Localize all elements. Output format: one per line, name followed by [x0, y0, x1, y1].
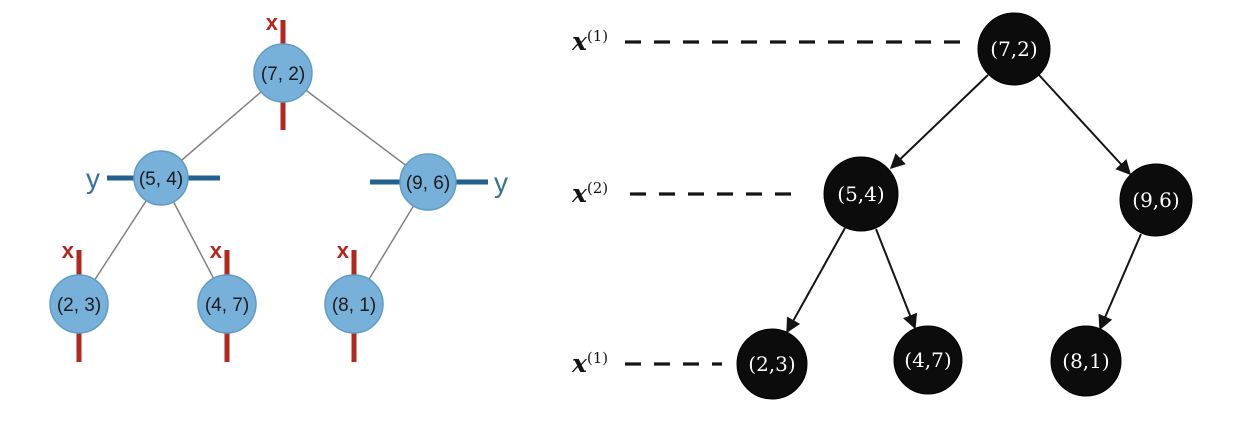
- tree-arrow: [1038, 74, 1132, 176]
- split-axis-label: x: [266, 10, 279, 35]
- node-label: (7,2): [990, 37, 1037, 61]
- node-label: (5, 4): [139, 169, 183, 190]
- node-label: (2, 3): [57, 295, 101, 316]
- tree-edge: [282, 72, 429, 183]
- level-tree-diagram: x(1) x(2) x(1) (7,2) (5,4) (9,6): [571, 12, 1193, 400]
- node-circle: [893, 325, 963, 395]
- node-circle: [133, 150, 189, 206]
- tree-node-4-7: (4, 7): [197, 274, 257, 334]
- tree-node-5-4: (5, 4): [133, 150, 189, 206]
- node-label: (4,7): [904, 348, 951, 372]
- node-label: (5,4): [837, 182, 884, 206]
- tree-node-2-3: (2,3): [736, 328, 808, 400]
- tree-arrow: [1098, 233, 1142, 331]
- level-label-base: x: [571, 27, 588, 56]
- tree-arrow: [875, 228, 918, 330]
- level-label-base: x: [571, 349, 588, 378]
- node-circle: [399, 153, 457, 211]
- node-circle: [823, 156, 899, 232]
- split-axis-label: x: [62, 238, 75, 263]
- tree-node-2-3: (2, 3): [49, 274, 109, 334]
- tree-node-9-6: (9,6): [1119, 163, 1193, 237]
- tree-node-9-6: (9, 6): [399, 153, 457, 211]
- node-circle: [49, 274, 109, 334]
- level-label: x(1): [571, 27, 608, 56]
- tree-arrow: [786, 227, 846, 334]
- tree-arrow: [889, 74, 989, 170]
- tree-node-8-1: (8,1): [1050, 325, 1122, 397]
- node-circle: [197, 274, 257, 334]
- node-circle: [253, 43, 313, 103]
- level-label: x(1): [571, 349, 608, 378]
- split-axis-label: x: [337, 238, 350, 263]
- level-dashed-lines: [625, 40, 962, 366]
- split-axis-label: y: [494, 167, 508, 198]
- level-label-superscript: (1): [587, 349, 608, 367]
- node-label: (8, 1): [332, 295, 376, 316]
- tree-node-5-4: (5,4): [823, 156, 899, 232]
- tree-node-7-2: (7,2): [977, 12, 1051, 86]
- node-circle: [324, 274, 384, 334]
- node-circle: [1119, 163, 1193, 237]
- tree-edges: [78, 72, 429, 305]
- level-label-base: x: [571, 179, 588, 208]
- tree-arrows: [786, 74, 1142, 334]
- node-label: (9,6): [1132, 188, 1179, 212]
- node-label: (8,1): [1062, 349, 1109, 373]
- node-label: (7, 2): [261, 64, 305, 85]
- node-label: (2,3): [748, 352, 795, 376]
- level-label-superscript: (2): [587, 179, 608, 197]
- tree-node-7-2: (7, 2): [253, 43, 313, 103]
- tree-node-8-1: (8, 1): [324, 274, 384, 334]
- tree-node-4-7: (4,7): [893, 325, 963, 395]
- node-circle: [977, 12, 1051, 86]
- node-label: (9, 6): [406, 173, 450, 194]
- split-axis-label: x: [210, 238, 223, 263]
- level-label: x(2): [571, 179, 608, 208]
- node-circle: [1050, 325, 1122, 397]
- node-circle: [736, 328, 808, 400]
- node-label: (4, 7): [205, 295, 249, 316]
- split-tree-diagram: x y y x x x (7, 2) (5, 4) (9, 6) (2, 3) …: [49, 10, 508, 362]
- split-axis-label: y: [86, 163, 100, 194]
- level-label-superscript: (1): [587, 27, 608, 45]
